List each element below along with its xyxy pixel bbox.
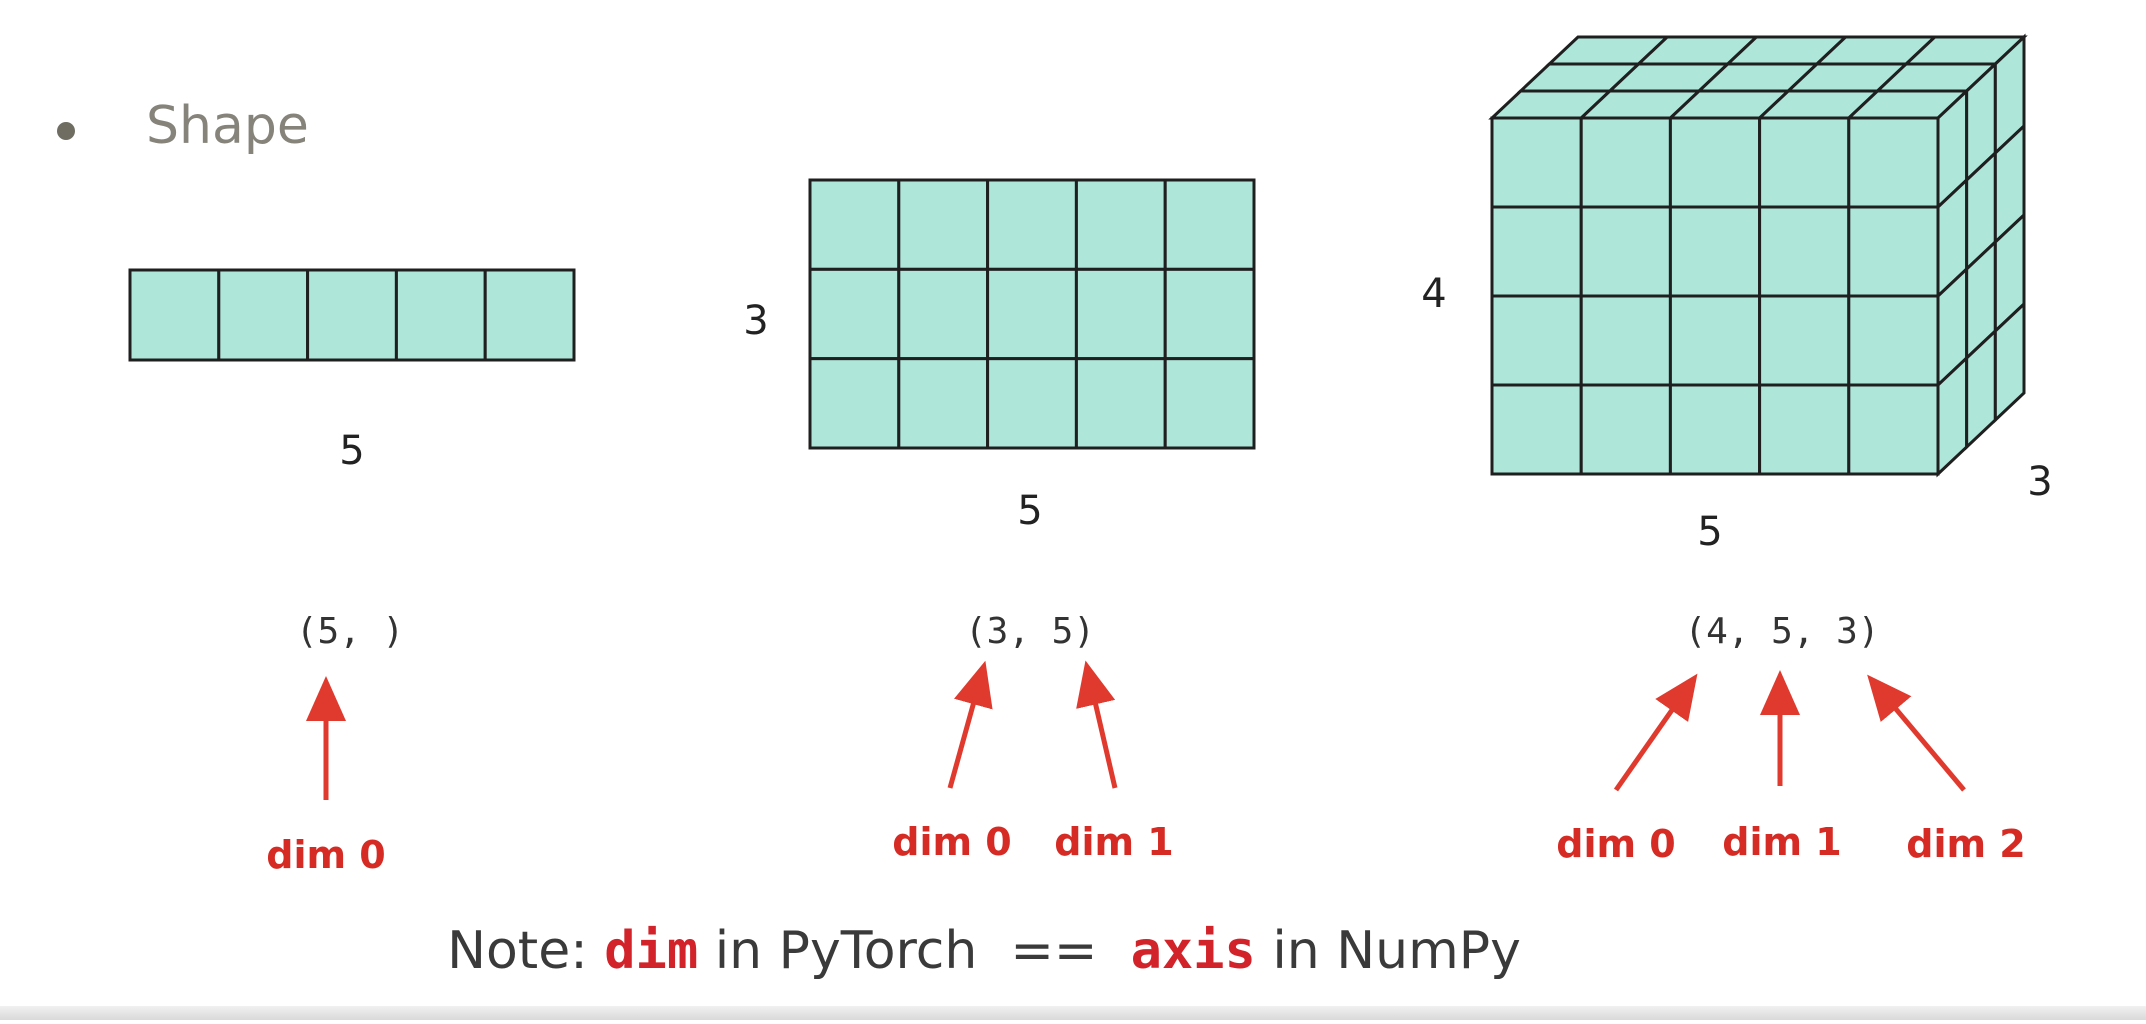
- diagram-2d-cell: [1163, 357, 1256, 450]
- diagram-1d-cell: [483, 268, 576, 362]
- diagram-3d-left-label: 4: [1421, 271, 1446, 317]
- shape-tuple-2d: (3, 5): [965, 611, 1095, 652]
- diagram-2d-cell: [808, 178, 901, 271]
- diagram-3d-front-cell: [1758, 205, 1851, 298]
- diagram-3d-front-cell: [1847, 116, 1940, 209]
- diagram-2d-cell: [1163, 178, 1256, 271]
- dim-label-3d-2: dim 2: [1906, 822, 2026, 866]
- diagram-3d-front-cell: [1847, 383, 1940, 476]
- diagram-3d-bottom-label: 5: [1697, 509, 1722, 555]
- diagram-3d-front-cell: [1668, 116, 1762, 209]
- diagram-2d-cell: [1074, 178, 1167, 271]
- diagram-3d-front-cell: [1668, 294, 1762, 387]
- diagram-3d-front-cell: [1579, 116, 1672, 209]
- dim-label-2d-1: dim 1: [1054, 820, 1174, 864]
- diagram-3d-front-cell: [1579, 205, 1672, 298]
- arrow-2d-dim0: [947, 660, 993, 789]
- diagram-2d-cell: [897, 178, 990, 271]
- diagram-3d-front-cell: [1579, 294, 1672, 387]
- diagram-2d: [808, 178, 1256, 450]
- arrow-3d-dim0: [1613, 673, 1698, 792]
- note-keyword-axis: axis: [1131, 921, 1256, 981]
- diagram-3d-side-cell: [1993, 300, 2026, 424]
- diagram-3d-front-cell: [1758, 383, 1851, 476]
- diagram-2d-bottom-label: 5: [1017, 488, 1042, 534]
- note-suffix: in NumPy: [1256, 921, 1521, 981]
- diagram-3d-depth-label: 3: [2027, 459, 2052, 505]
- diagram-3d-front-cell: [1758, 116, 1851, 209]
- diagram-2d-cell: [897, 357, 990, 450]
- diagram-1d-cell: [128, 268, 221, 362]
- dim-label-2d-0: dim 0: [892, 820, 1012, 864]
- shape-tuple-3d: (4, 5, 3): [1684, 611, 1879, 652]
- diagram-2d-cell: [986, 178, 1078, 271]
- diagram-1d-cell: [394, 268, 487, 362]
- bullet-dot: [57, 122, 75, 140]
- diagram-2d-cell: [1074, 267, 1167, 361]
- diagram-2d-cell: [1163, 267, 1256, 361]
- diagram-2d-cell: [986, 357, 1078, 450]
- dim-label-3d-1: dim 1: [1722, 820, 1842, 864]
- top-strip: [0, 0, 2146, 8]
- diagram-3d-front-cell: [1579, 383, 1672, 476]
- note-text: Note: dim in PyTorch == axis in NumPy: [447, 921, 1521, 981]
- diagram-2d-cell: [897, 267, 990, 361]
- bottom-shade: [0, 1006, 2146, 1020]
- dim-label-1d-0: dim 0: [266, 833, 386, 877]
- bullet-label: Shape: [146, 96, 309, 156]
- diagram-2d-cell: [808, 267, 901, 361]
- diagram-3d-front-cell: [1668, 383, 1762, 476]
- note-keyword-dim: dim: [604, 921, 698, 981]
- diagram-3d-front-cell: [1847, 205, 1940, 298]
- diagram-3d-front-cell: [1847, 294, 1940, 387]
- diagram-1d: [128, 268, 576, 362]
- diagram-3d-front-cell: [1758, 294, 1851, 387]
- diagram-3d-front-cell: [1490, 116, 1583, 209]
- diagram-1d-cell: [217, 268, 310, 362]
- arrow-3d-dim2: [1867, 674, 1966, 792]
- diagram-2d-left-label: 3: [743, 298, 768, 344]
- diagram-3d: [1488, 33, 2028, 478]
- diagram-2d-cell: [808, 357, 901, 450]
- diagram-1d-bottom-label: 5: [339, 428, 364, 474]
- diagram-2d-cell: [1074, 357, 1167, 450]
- diagram-3d-front-cell: [1668, 205, 1762, 298]
- diagram-3d-front-cell: [1490, 205, 1583, 298]
- diagram-1d-cell: [306, 268, 398, 362]
- diagram-3d-front-cell: [1490, 294, 1583, 387]
- arrow-2d-dim1: [1076, 660, 1118, 789]
- diagram-3d-front-cell: [1490, 383, 1583, 476]
- shape-tuple-1d: (5, ): [296, 611, 404, 652]
- note-middle: in PyTorch ==: [698, 921, 1130, 981]
- dim-label-3d-0: dim 0: [1556, 822, 1676, 866]
- note-prefix: Note:: [447, 921, 604, 981]
- diagram-2d-cell: [986, 267, 1078, 361]
